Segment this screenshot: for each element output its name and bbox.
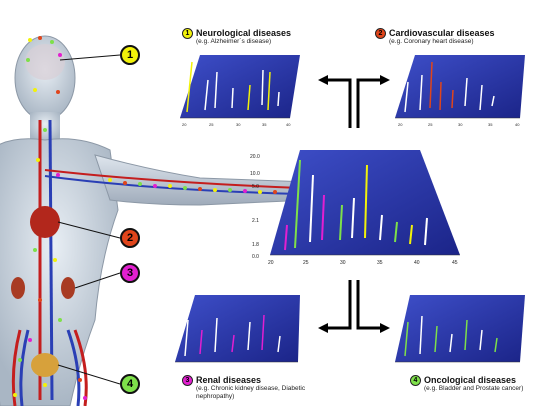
plot-neuro-xtick-3: 35 bbox=[262, 122, 267, 127]
neck-shape bbox=[30, 112, 60, 142]
heart-shape bbox=[30, 206, 60, 238]
plot-neuro: 20 25 30 35 40 bbox=[180, 55, 300, 127]
callout-1: 1 bbox=[120, 45, 140, 65]
center-ytick-5: 0.0 bbox=[252, 254, 259, 260]
center-ytick-1: 10.0 bbox=[250, 171, 260, 177]
panel-title: Neurological diseases bbox=[196, 28, 292, 38]
callout-4: 4 bbox=[120, 374, 140, 394]
plot-cardio-xtick-0: 20 bbox=[398, 122, 403, 127]
arrow-head-renal bbox=[318, 323, 328, 333]
plot-neuro-xtick-1: 25 bbox=[209, 122, 214, 127]
center-ytick-0: 20.0 bbox=[250, 154, 260, 160]
callout-number: 2 bbox=[126, 232, 134, 244]
plot-renal bbox=[175, 295, 300, 363]
plot-center: 20.0 10.0 5.0 2.1 1.8 0.0 20 25 30 35 40… bbox=[250, 150, 460, 266]
plot-neuro-xtick-2: 30 bbox=[236, 122, 241, 127]
arrow-head-cardio bbox=[380, 75, 390, 85]
callout-number: 4 bbox=[126, 378, 134, 390]
panel-title: Renal diseases bbox=[196, 375, 262, 385]
badge-renal: 3 bbox=[182, 375, 193, 386]
human-body-illustration bbox=[0, 35, 316, 406]
vena-cava-vessel bbox=[48, 119, 54, 401]
badge-number: 1 bbox=[185, 30, 190, 37]
center-ytick-2: 5.0 bbox=[252, 184, 259, 190]
arm-vein bbox=[44, 175, 301, 195]
plot-cardio: 20 25 30 35 40 bbox=[395, 55, 525, 127]
plot-cardio-xtick-4: 40 bbox=[515, 122, 520, 127]
leader-line-2 bbox=[57, 221, 121, 239]
kidney-right-shape bbox=[61, 277, 75, 299]
bladder-shape bbox=[31, 353, 59, 377]
leader-line-3 bbox=[74, 272, 121, 289]
panel-title: Oncological diseases bbox=[424, 375, 517, 385]
leg-artery bbox=[11, 329, 22, 406]
center-ytick-4: 1.8 bbox=[252, 242, 259, 248]
leg-vein bbox=[19, 329, 30, 406]
center-ytick-3: 2.1 bbox=[252, 218, 259, 224]
center-xtick-5: 45 bbox=[452, 260, 458, 266]
plot-neuro-xtick-0: 20 bbox=[182, 122, 187, 127]
panel-subtitle: (e.g. Alzheimer´s disease) bbox=[196, 38, 272, 45]
leader-line-1 bbox=[59, 54, 121, 61]
badge-cardio: 2 bbox=[375, 28, 386, 39]
plot-cardio-xtick-2: 30 bbox=[458, 122, 463, 127]
leader-line-4 bbox=[57, 364, 121, 385]
panel-title: Cardiovascular diseases bbox=[389, 28, 495, 38]
center-xtick-0: 20 bbox=[268, 260, 274, 266]
plot-cardio-xtick-1: 25 bbox=[428, 122, 433, 127]
panel-subtitle: (e.g. Chronic kidney disease, Diabetic n… bbox=[196, 385, 306, 400]
center-xtick-3: 35 bbox=[377, 260, 383, 266]
brain-shape bbox=[25, 44, 65, 80]
arrows-bottom bbox=[325, 280, 383, 330]
leg-vein-right bbox=[66, 329, 81, 406]
badge-neuro: 1 bbox=[182, 28, 193, 39]
arm-artery bbox=[44, 169, 301, 189]
arrow-head-neuro bbox=[318, 75, 328, 85]
callout-2: 2 bbox=[120, 228, 140, 248]
plot-neuro-xtick-4: 40 bbox=[286, 122, 291, 127]
center-xtick-4: 40 bbox=[414, 260, 420, 266]
badge-number: 3 bbox=[185, 377, 190, 384]
callout-number: 3 bbox=[126, 267, 134, 279]
center-xtick-2: 30 bbox=[340, 260, 346, 266]
panel-subtitle: (e.g. Coronary heart disease) bbox=[389, 38, 474, 45]
badge-number: 2 bbox=[378, 30, 383, 37]
arrow-head-onco bbox=[380, 323, 390, 333]
kidney-left-shape bbox=[11, 277, 25, 299]
arrows-top bbox=[325, 78, 383, 128]
callout-number: 1 bbox=[126, 49, 134, 61]
badge-onco: 4 bbox=[410, 375, 421, 386]
panel-subtitle: (e.g. Bladder and Prostate cancer) bbox=[424, 385, 524, 392]
badge-number: 4 bbox=[413, 377, 418, 384]
plot-onco bbox=[395, 295, 525, 363]
center-xtick-1: 25 bbox=[303, 260, 309, 266]
callout-3: 3 bbox=[120, 263, 140, 283]
plot-cardio-xtick-3: 35 bbox=[488, 122, 493, 127]
